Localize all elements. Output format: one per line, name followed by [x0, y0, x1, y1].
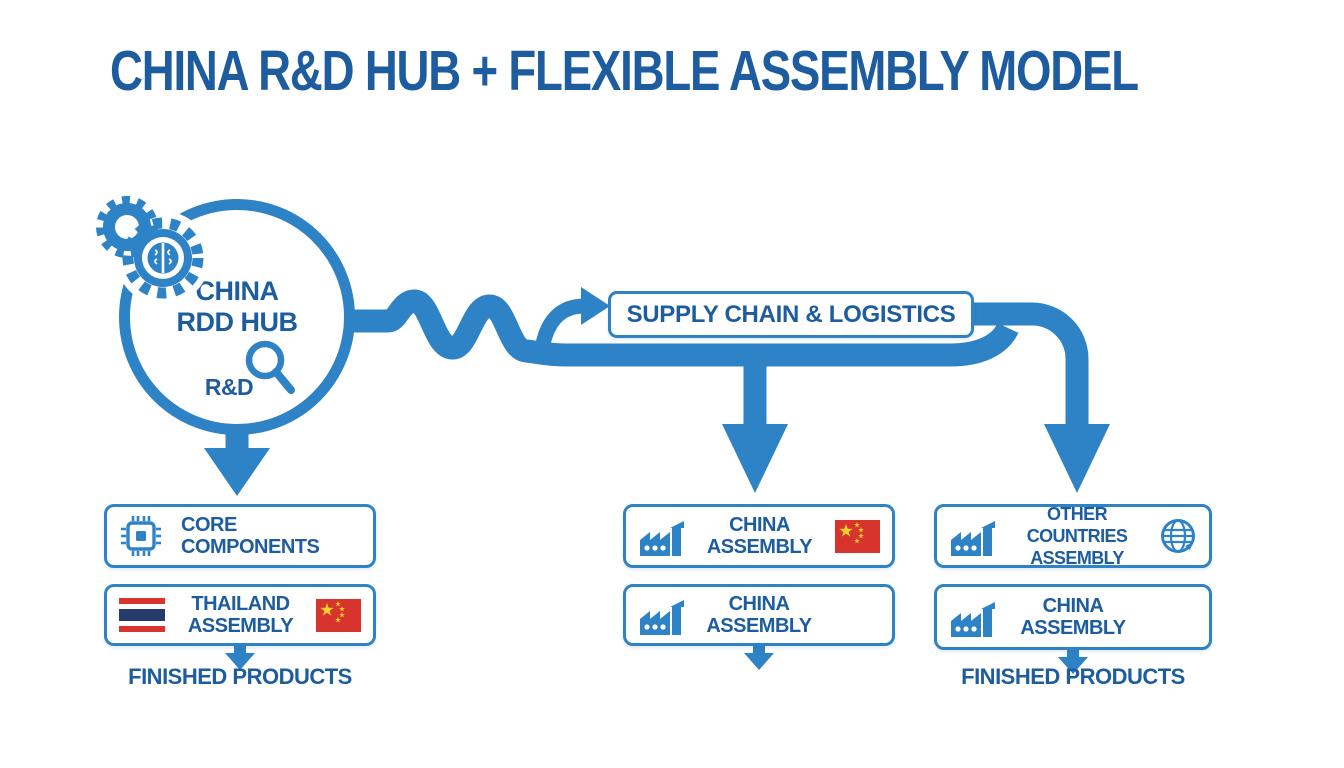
right-arrowhead-icon	[1044, 424, 1110, 493]
globe-icon	[1159, 517, 1197, 555]
core-components-label: CORE COMPONENTS	[163, 514, 361, 558]
thailand-assembly-box: THAILAND ASSEMBLY	[104, 584, 376, 646]
factory-icon	[638, 595, 684, 635]
search-icon	[245, 340, 295, 394]
wavy-connector	[348, 289, 1019, 367]
curved-arrowhead-icon	[581, 287, 610, 325]
china-flag-icon	[316, 598, 361, 632]
curved-arrow-connector	[535, 298, 584, 346]
page-title: CHINA R&D HUB + FLEXIBLE ASSEMBLY MODEL	[110, 39, 1139, 103]
thailand-assembly-label: THAILAND ASSEMBLY	[165, 593, 316, 637]
hub-label-line1: CHINA	[195, 276, 280, 306]
core-components-line1: CORE	[181, 514, 237, 536]
factory-icon	[949, 597, 995, 637]
supply-chain-label: SUPPLY CHAIN & LOGISTICS	[626, 300, 956, 328]
brain-icon	[147, 242, 179, 274]
middle-small-arrowhead-icon	[744, 653, 774, 670]
thailand-assembly-line2: ASSEMBLY	[187, 615, 294, 637]
china-assembly-3-line1: CHINA	[1042, 595, 1104, 617]
supply-output-connector	[972, 302, 1089, 428]
china-assembly-1-line1: CHINA	[729, 514, 790, 536]
other-countries-line2: ASSEMBLY	[1030, 548, 1124, 568]
supply-chain-box: SUPPLY CHAIN & LOGISTICS	[608, 291, 974, 338]
other-countries-line1: OTHER COUNTRIES	[1026, 504, 1128, 546]
china-assembly-2-label: CHINA ASSEMBLY	[684, 593, 834, 637]
factory-icon	[638, 516, 684, 556]
gear-brain-icon	[122, 217, 204, 299]
china-assembly-2-line1: CHINA	[728, 593, 790, 615]
china-flag-icon	[835, 519, 880, 553]
hub-label-line2: RDD HUB	[176, 307, 299, 337]
hub-arrowhead-icon	[204, 448, 270, 496]
china-assembly-box-1: CHINA ASSEMBLY	[623, 504, 895, 568]
china-assembly-box-2: CHINA ASSEMBLY	[623, 584, 895, 646]
rd-label: R&D	[204, 374, 254, 400]
hub-label: CHINA RDD HUB	[139, 276, 335, 338]
thailand-assembly-line1: THAILAND	[191, 593, 290, 615]
china-assembly-3-line2: ASSEMBLY	[1020, 617, 1126, 639]
core-components-box: CORE COMPONENTS	[104, 504, 376, 568]
factory-icon	[949, 516, 995, 556]
chip-icon	[119, 514, 163, 558]
china-assembly-2-line2: ASSEMBLY	[706, 615, 812, 637]
china-assembly-1-label: CHINA ASSEMBLY	[684, 514, 835, 558]
china-assembly-3-label: CHINA ASSEMBLY	[995, 595, 1151, 639]
middle-arrowhead-icon	[722, 424, 788, 493]
right-finished-products-label: FINISHED PRODUCTS	[961, 664, 1185, 689]
left-finished-products-label: FINISHED PRODUCTS	[128, 664, 352, 689]
china-assembly-box-3: CHINA ASSEMBLY	[934, 584, 1212, 650]
left-small-arrowhead-icon	[225, 653, 255, 670]
other-countries-label: OTHER COUNTRIES ASSEMBLY	[995, 503, 1159, 569]
china-assembly-1-line2: ASSEMBLY	[706, 536, 813, 558]
core-components-line2: COMPONENTS	[181, 536, 320, 558]
thailand-flag-icon	[119, 598, 165, 632]
right-small-arrowhead-icon	[1058, 657, 1088, 674]
other-countries-assembly-box: OTHER COUNTRIES ASSEMBLY	[934, 504, 1212, 568]
